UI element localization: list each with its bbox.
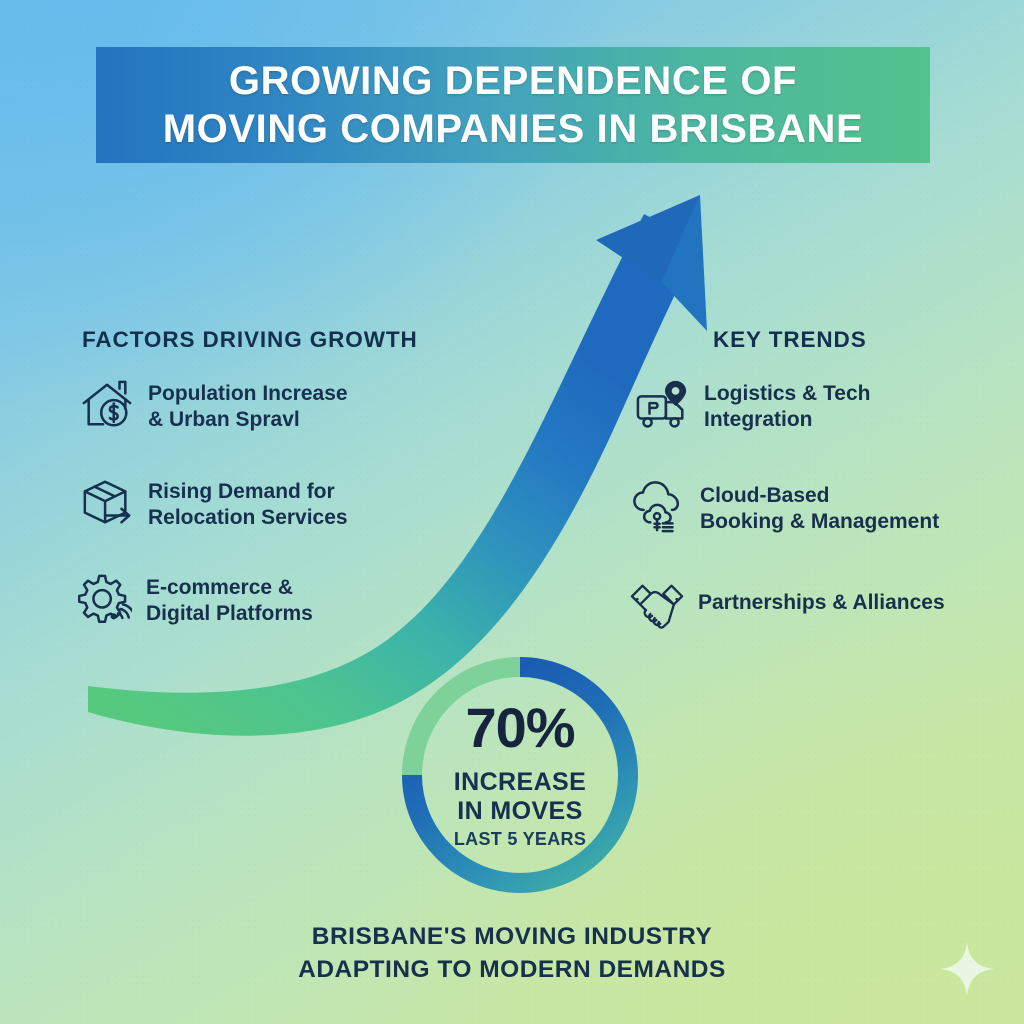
right-column-heading: KEY TRENDS [713, 327, 867, 352]
box-arrow-icon [83, 480, 131, 524]
gear-wifi-icon [78, 574, 132, 624]
truck-pin-icon [636, 380, 687, 428]
trend-item-logistics: Logistics & Tech Integration [636, 378, 870, 433]
title-line-2: MOVING COMPANIES IN BRISBANE [162, 107, 864, 151]
footer-line-2: ADAPTING TO MODERN DEMANDS [298, 956, 726, 983]
footer-line-1: BRISBANE'S MOVING INDUSTRY [311, 923, 713, 950]
factor-item-label: Rising Demand for Relocation Services [148, 480, 348, 529]
trend-item-label: Cloud-Based Booking & Management [700, 484, 940, 533]
donut-chart-svg [402, 657, 638, 893]
donut-chart: 70% INCREASE IN MOVES LAST 5 YEARS [396, 651, 644, 899]
title-banner: GROWING DEPENDENCE OF MOVING COMPANIES I… [96, 47, 930, 163]
house-dollar-icon [82, 380, 132, 427]
trend-item-label: Partnerships & Alliances [698, 591, 945, 614]
trend-item-cloud: Cloud-Based Booking & Management [632, 480, 939, 535]
trend-item-partnerships: Partnerships & Alliances [630, 577, 945, 631]
title-line-1: GROWING DEPENDENCE OF [228, 59, 798, 103]
factor-item-population: Population Increase & Urban Spravl [80, 378, 348, 433]
sparkle-icon [940, 942, 994, 996]
trend-item-label: Logistics & Tech Integration [704, 382, 871, 431]
factor-item-relocation: Rising Demand for Relocation Services [80, 476, 348, 531]
factor-item-label: Population Increase & Urban Spravl [148, 382, 348, 431]
footer-caption: BRISBANE'S MOVING INDUSTRY ADAPTING TO M… [0, 920, 1024, 986]
factor-item-ecommerce: E-commerce & Digital Platforms [78, 572, 313, 627]
cloud-form-icon [633, 481, 680, 533]
left-column-heading: FACTORS DRIVING GROWTH [82, 327, 418, 352]
factor-item-label: E-commerce & Digital Platforms [146, 576, 313, 625]
handshake-icon [630, 584, 684, 629]
